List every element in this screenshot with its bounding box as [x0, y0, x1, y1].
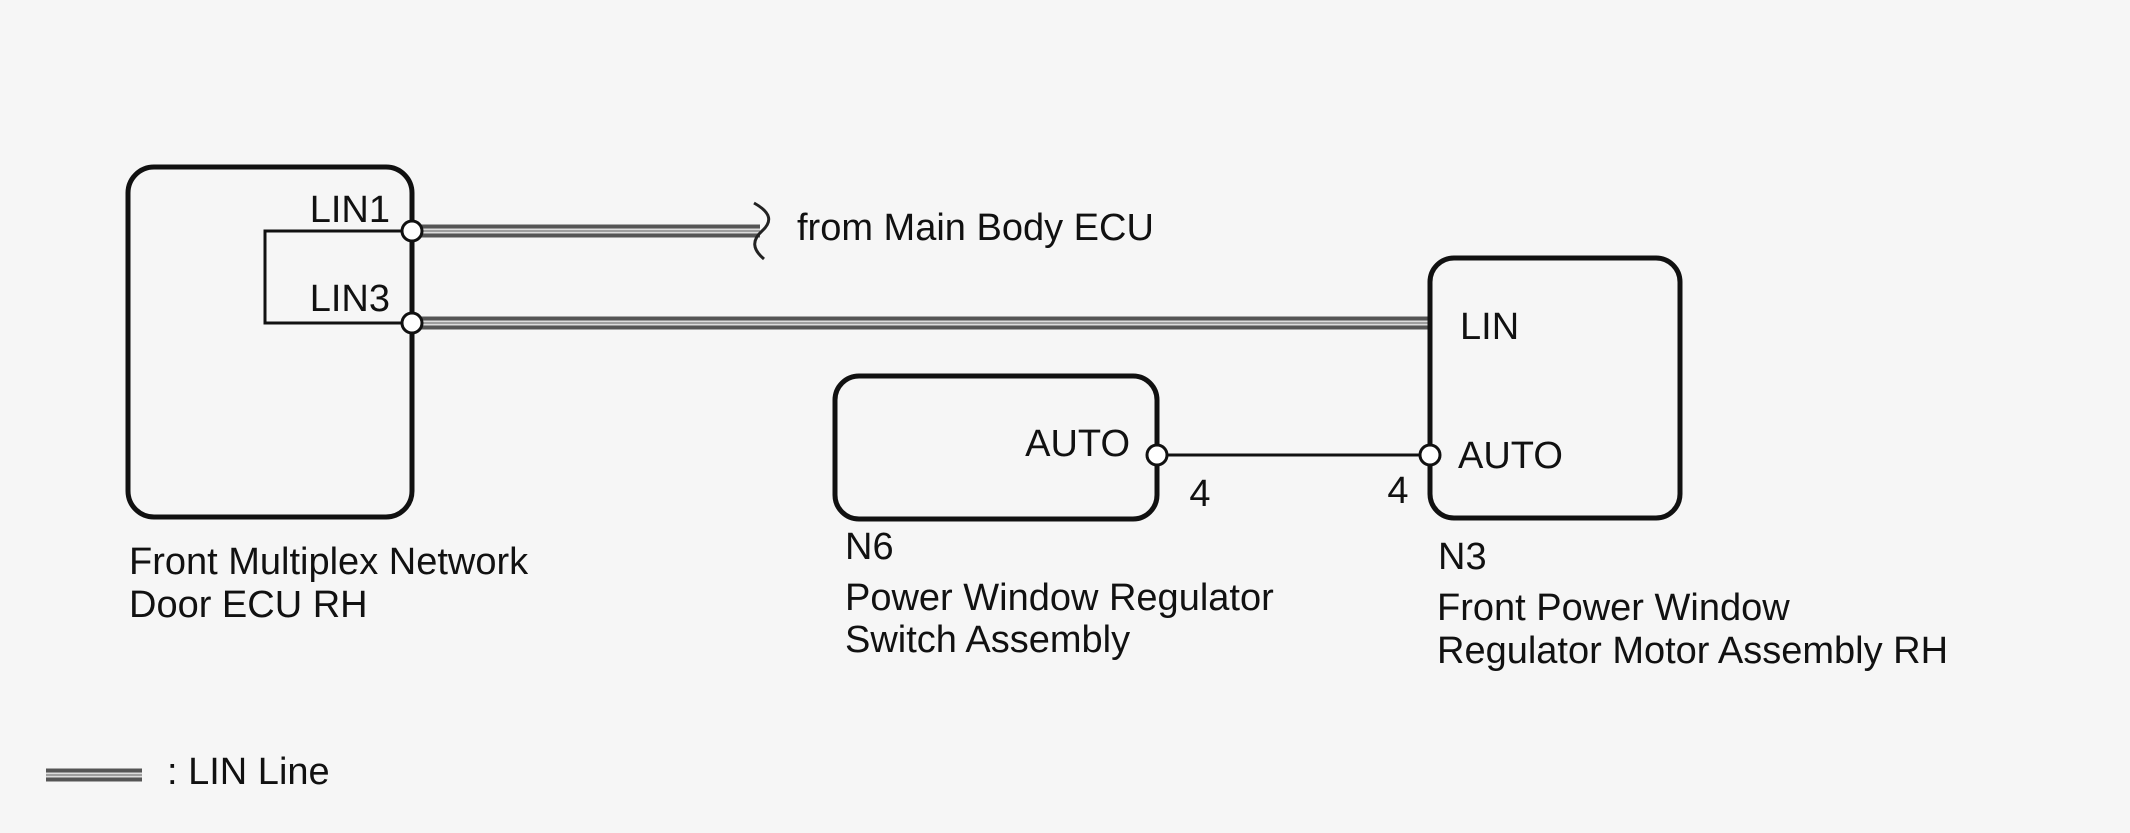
switch-name-line1: Power Window Regulator: [845, 577, 1274, 619]
motor-name-line2: Regulator Motor Assembly RH: [1437, 630, 1948, 672]
switch-auto-terminal: [1145, 443, 1169, 467]
lin1-terminal: [400, 219, 424, 243]
pin-label-lin3: LIN3: [310, 278, 390, 320]
ecu-internal-link: [263, 229, 412, 325]
from-main-body-ecu-label: from Main Body ECU: [797, 207, 1154, 249]
legend-lin-line-label: : LIN Line: [167, 751, 330, 793]
motor-pin-number: 4: [1387, 470, 1408, 512]
motor-connector-code: N3: [1438, 536, 1487, 578]
switch-pin-label-auto: AUTO: [1025, 423, 1130, 465]
ecu-name-line2: Door ECU RH: [129, 584, 368, 626]
motor-pin-label-lin: LIN: [1460, 306, 1519, 348]
wire-break-icon: [753, 201, 771, 261]
ecu-box: [125, 164, 415, 520]
motor-pin-label-auto: AUTO: [1458, 435, 1563, 477]
switch-name-line2: Switch Assembly: [845, 619, 1130, 661]
pin-label-lin1: LIN1: [310, 189, 390, 231]
ecu-name-line1: Front Multiplex Network: [129, 541, 529, 583]
lin3-terminal: [400, 311, 424, 335]
switch-connector-code: N6: [845, 526, 894, 568]
motor-name-line1: Front Power Window: [1437, 587, 1790, 629]
motor-auto-terminal: [1418, 443, 1442, 467]
switch-pin-number: 4: [1189, 473, 1210, 515]
motor-box: [1427, 255, 1683, 521]
